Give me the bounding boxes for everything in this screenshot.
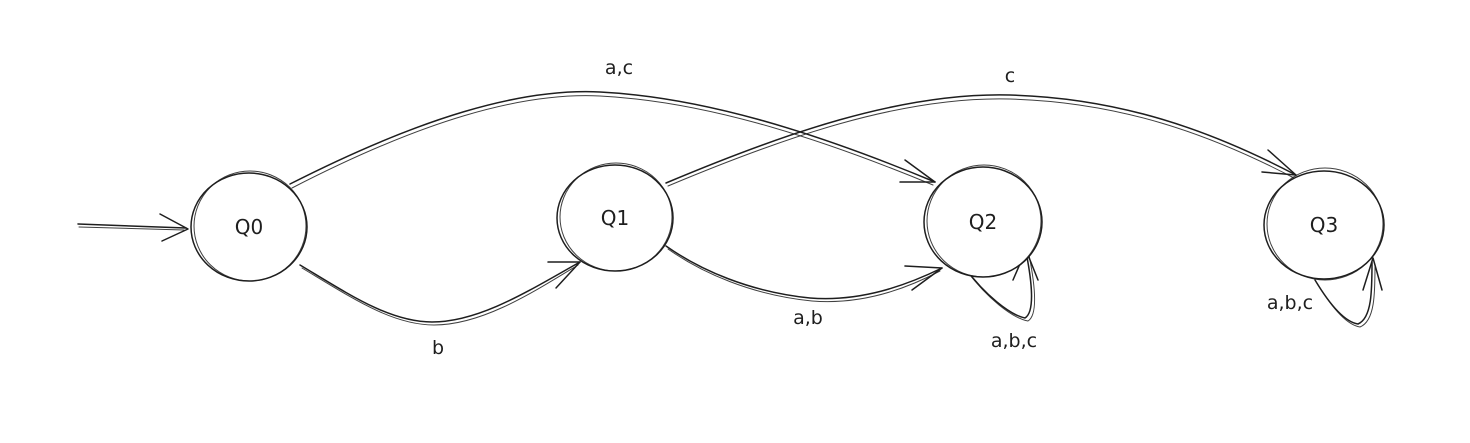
- state-q0-label: Q0: [235, 215, 263, 239]
- state-q3-label: Q3: [1310, 213, 1338, 237]
- self-loop-q3: [1314, 257, 1383, 328]
- state-q1: Q1: [556, 162, 674, 272]
- edge-q1-q2: [665, 245, 943, 303]
- edge-q1-q2-label: a,b: [793, 307, 823, 329]
- state-q2-label: Q2: [969, 210, 997, 234]
- edge-q0-q2: [289, 90, 936, 189]
- state-q2: Q2: [923, 164, 1043, 278]
- start-arrow: [77, 213, 189, 242]
- state-q1-label: Q1: [601, 206, 629, 230]
- state-q3: Q3: [1263, 167, 1385, 281]
- edge-q0-q1-label: b: [432, 337, 444, 359]
- edge-q1-q3-label: c: [1005, 65, 1015, 87]
- state-q0: Q0: [190, 170, 308, 282]
- self-loop-q3-label: a,b,c: [1267, 292, 1313, 314]
- self-loop-q2-label: a,b,c: [991, 330, 1037, 352]
- edge-q0-q1: [299, 261, 581, 326]
- edge-q0-q2-label: a,c: [605, 57, 633, 79]
